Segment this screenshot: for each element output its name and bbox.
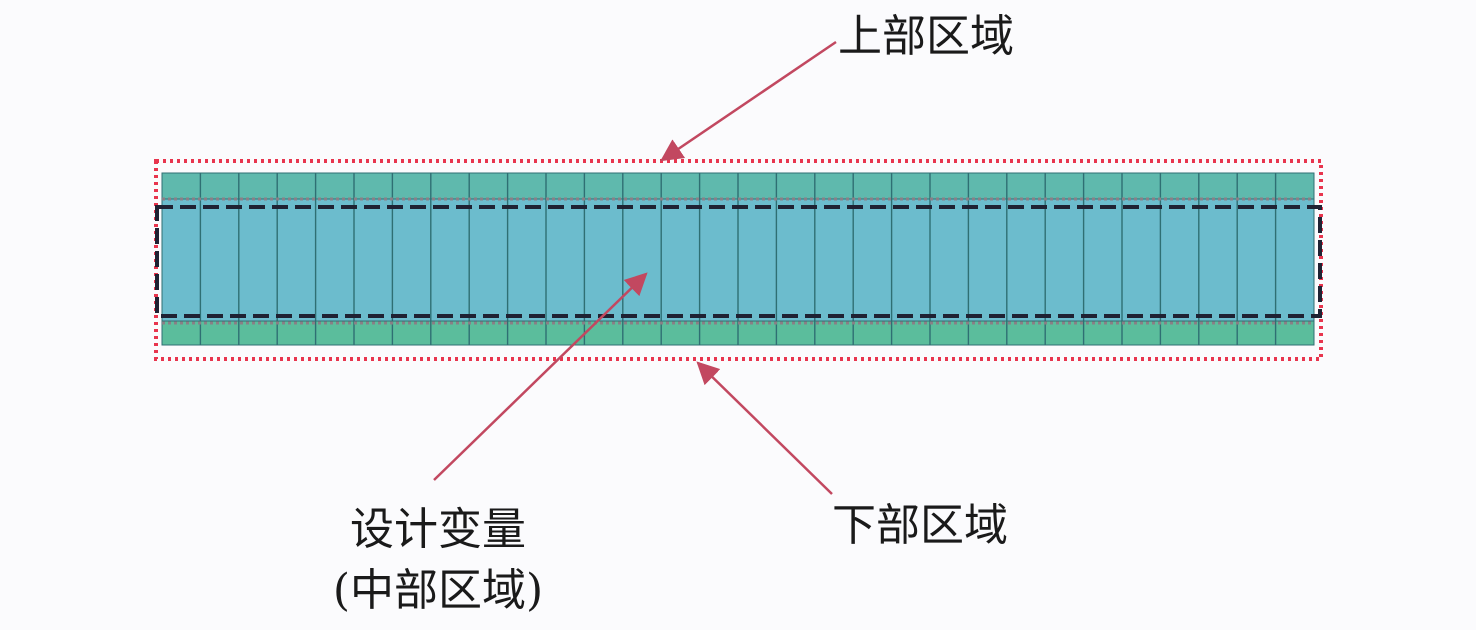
middle-region-label: (中部区域) (332, 565, 544, 616)
design-variable-label: 设计变量 (350, 504, 526, 555)
lower-region-arrow (696, 361, 833, 495)
upper-region-arrow (660, 40, 837, 162)
design-variable-arrow (433, 272, 648, 481)
upper-region-label: 上部区域 (838, 11, 1014, 62)
lower-region-label: 下部区域 (832, 500, 1008, 551)
middle-region-outline (155, 205, 1322, 318)
